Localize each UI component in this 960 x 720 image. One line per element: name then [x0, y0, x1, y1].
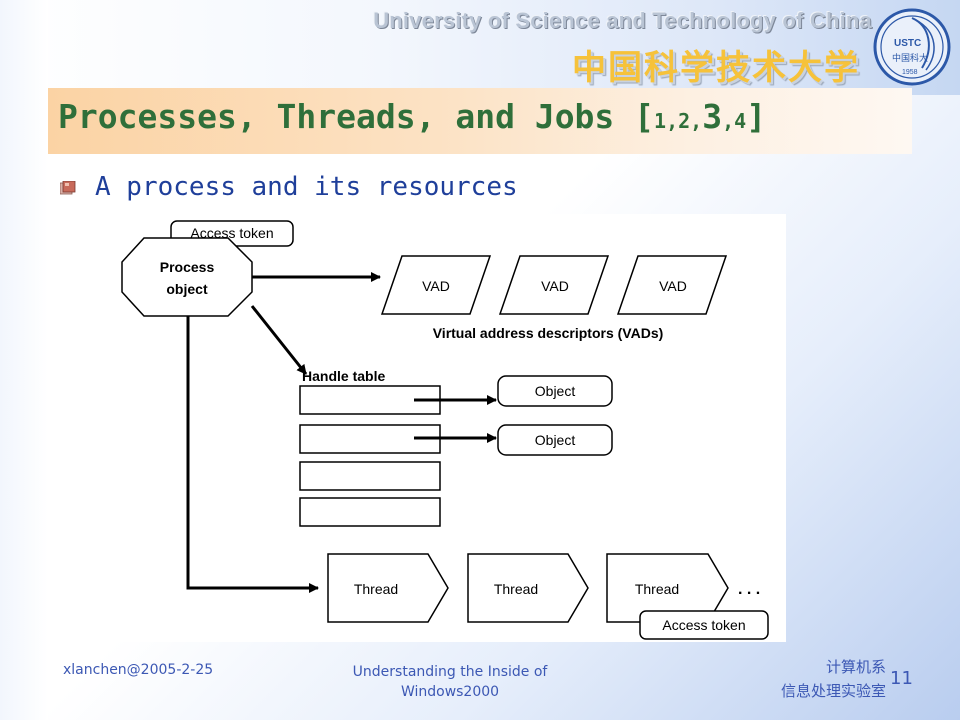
- thread-1-label: Thread: [354, 581, 398, 597]
- header-band: [0, 0, 960, 95]
- page-number: 11: [890, 668, 913, 689]
- arrow-to-threads: [186, 316, 319, 593]
- vad-caption: Virtual address descriptors (VADs): [433, 325, 664, 341]
- vad-2: VAD: [498, 255, 610, 315]
- title-main: Processes, Threads, and Jobs [: [58, 97, 655, 136]
- logo-text-year: 1958: [902, 69, 918, 76]
- vad-1: VAD: [380, 255, 492, 315]
- thread-3-label: Thread: [635, 581, 679, 597]
- handle-entry-3: [299, 461, 441, 491]
- bullet-icon: [60, 181, 76, 195]
- access-token-top-label: Access token: [190, 225, 273, 241]
- footer-book-title: Understanding the Inside of Windows2000: [300, 662, 600, 702]
- footer-author: xlanchen@2005-2-25: [63, 662, 214, 678]
- vad-2-label: VAD: [541, 278, 569, 294]
- vad-3: VAD: [616, 255, 728, 315]
- title-ref-1: 1: [654, 109, 667, 133]
- title-sep-2: ,: [690, 109, 703, 133]
- footer-book-line2: Windows2000: [400, 684, 500, 700]
- title-ref-3: 3: [702, 97, 723, 136]
- bullet-text: A process and its resources: [95, 172, 518, 202]
- thread-2-label: Thread: [494, 581, 538, 597]
- object-1-label: Object: [535, 383, 576, 399]
- thread-3: Thread: [606, 553, 729, 623]
- logo-text-mid: 中国科大: [892, 52, 928, 64]
- university-name-en: University of Science and Technology of …: [373, 8, 872, 33]
- arrow-to-handle-table: [250, 305, 308, 375]
- handle-entry-4: [299, 497, 441, 527]
- vad-1-label: VAD: [422, 278, 450, 294]
- object-2: Object: [497, 424, 613, 456]
- vad-3-label: VAD: [659, 278, 687, 294]
- object-1: Object: [497, 375, 613, 407]
- thread-2: Thread: [467, 553, 589, 623]
- process-label-line1: Process: [160, 259, 215, 275]
- title-sep-3: ,: [722, 109, 735, 133]
- access-token-bottom-box: Access token: [639, 610, 769, 640]
- access-token-bottom-label: Access token: [662, 617, 745, 633]
- footer-dept-line2: 信息处理实验室: [780, 682, 886, 700]
- footer-dept-line1: 计算机系: [825, 658, 886, 676]
- process-label-line2: object: [166, 281, 208, 297]
- slide-title: Processes, Threads, and Jobs [1,2,3,4]: [58, 97, 766, 136]
- handle-table-label: Handle table: [302, 368, 385, 384]
- left-strip: [0, 0, 48, 720]
- process-object: Process object: [121, 237, 253, 317]
- handle-table: [299, 385, 441, 527]
- object-2-label: Object: [535, 432, 576, 448]
- thread-1: Thread: [327, 553, 449, 623]
- title-ref-2: 2: [678, 109, 691, 133]
- logo-text-top: USTC: [894, 38, 921, 49]
- threads-ellipsis: . . .: [738, 581, 760, 598]
- title-sep-1: ,: [666, 109, 679, 133]
- process-resources-diagram: Access token Process object VAD VAD VAD …: [121, 220, 769, 640]
- footer-book-line1: Understanding the Inside of: [352, 664, 548, 680]
- title-end: ]: [746, 97, 767, 136]
- title-band: [48, 88, 912, 154]
- ustc-logo: USTC 中国科大 1958: [873, 8, 951, 86]
- footer-department: 计算机系 信息处理实验室: [690, 655, 886, 703]
- title-ref-4: 4: [734, 109, 747, 133]
- university-name-cn: 中国科学技术大学: [572, 48, 860, 88]
